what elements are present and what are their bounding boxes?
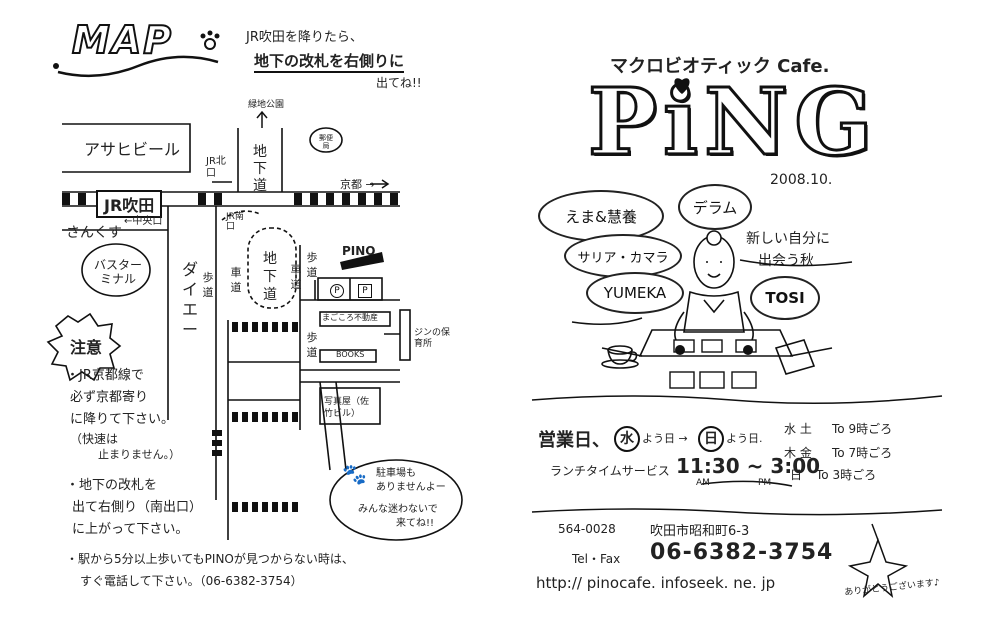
chuo-label: ←中央口 — [124, 216, 163, 227]
hours-mid: よう日 → — [642, 432, 688, 445]
parking-p-icon-2: P — [358, 284, 372, 298]
lunch-am: AM — [696, 478, 710, 488]
note-2: 必ず京都寄り — [70, 390, 149, 405]
cafe-logo: PiNG — [587, 68, 879, 176]
postal-code: 564-0028 — [558, 522, 616, 536]
caution-title: 注意 — [70, 338, 103, 357]
note-6: ・地下の改札を — [66, 478, 158, 493]
cafe-subtitle: マクロビオティック Cafe. — [610, 56, 830, 77]
post-label: 郵便局 — [319, 134, 333, 150]
asahi-label: アサヒビール — [84, 140, 181, 159]
note-1: ・JR京都線で — [66, 368, 144, 383]
sankusu-label: さんくす — [66, 225, 122, 241]
note-8: に上がって下さい。 — [72, 522, 189, 537]
daiei-label: ダイエー — [181, 260, 198, 339]
lunch-pm: PM — [758, 478, 772, 488]
bubble-tosi-text: TOSI — [765, 289, 805, 307]
note-7: 出て右側り（南出口） — [72, 500, 203, 515]
sched3-days: 日 — [790, 468, 803, 482]
hours-end: よう日. — [726, 432, 763, 445]
map-panel: MAP JR吹田を降りたら、 地下の改札を右側りに 出てね!! — [46, 17, 463, 588]
sched3-time: To 3時ごろ — [816, 468, 877, 482]
hours-label: 営業日、 — [538, 430, 610, 451]
hospital-label: ジンの保育所 — [414, 328, 451, 349]
cafe-panel: マクロビオティック Cafe. PiNG 2008.10. えま&慧養 デラム … — [492, 0, 984, 630]
bubble-deramu-text: デラム — [692, 198, 738, 217]
logo-heart-icon — [674, 78, 690, 94]
bubble-saria-text: サリア・カマラ — [577, 250, 669, 266]
note-4: （快速は — [70, 432, 119, 446]
lunch-label: ランチタイムサービス — [550, 464, 670, 478]
hodo-right-label: 歩道 — [306, 251, 318, 279]
person-illustration — [531, 230, 943, 598]
map-roads — [46, 110, 463, 541]
note-5: 止まりません。） — [98, 448, 181, 461]
wed-circle: 水 — [614, 426, 640, 452]
station-label: JR吹田 — [96, 190, 163, 218]
ryokuchi-label: 緑地公園 — [248, 100, 285, 110]
sched1-days: 水 土 — [784, 422, 812, 436]
bubble-yumeka: YUMEKA — [586, 272, 684, 314]
intro-line-2: 地下の改札を右側りに — [254, 50, 405, 73]
hodo-left-label: 歩道 — [202, 271, 214, 299]
website-url[interactable]: http:// pinocafe. infoseek. ne. jp — [536, 574, 776, 592]
intro-line-1: JR吹田を降りたら、 — [246, 30, 363, 45]
parking-note-2: ありませんよー — [376, 482, 446, 493]
books-label: BOOKS — [336, 350, 365, 359]
sun-text: 日 — [704, 431, 718, 447]
sched2-days: 木 金 — [784, 446, 812, 460]
parking-note-3: みんな迷わないで — [358, 504, 438, 515]
address: 吹田市昭和町6-3 — [650, 524, 750, 539]
bubble-ema-text: えま&慧養 — [565, 207, 637, 226]
map-title: MAP — [71, 17, 174, 63]
bubble-tosi: TOSI — [750, 276, 820, 320]
chikado2-label: 地下道 — [263, 251, 277, 303]
sched1-time: To 9時ごろ — [832, 422, 893, 436]
tel-number[interactable]: 06-6382-3754 — [650, 540, 834, 565]
note-10: すぐ電話して下さい。（06-6382-3754） — [80, 574, 303, 588]
wed-text: 水 — [620, 431, 634, 447]
jr-kita-label: JR北口 — [206, 156, 226, 179]
sharo-left-label: 車道 — [230, 266, 242, 294]
jr-minami-label: JR南口 — [226, 212, 244, 232]
title-swirl-icon — [53, 55, 219, 78]
kyoto-label: 京都 → — [340, 178, 375, 191]
parking-note-4: 来てね!! — [396, 518, 435, 529]
parking-note-1: 駐車場も — [376, 468, 416, 479]
fudosan-label: まごころ不動産 — [322, 313, 378, 322]
hodo-lower-label: 歩道 — [306, 331, 318, 359]
intro-line-3: 出てね!! — [376, 76, 422, 90]
tagline-1: 新しい自分に — [746, 231, 830, 247]
bus-terminal-label: バスターミナル — [94, 258, 143, 286]
sched2-time: To 7時ごろ — [832, 446, 893, 460]
sun-circle: 日 — [698, 426, 724, 452]
shashinya-label: 写真屋（佐竹ビル） — [324, 397, 370, 419]
parking-p-icon: P — [330, 284, 344, 298]
chikado-label: 地下道 — [253, 144, 267, 194]
sharo-right-label: 車道 — [290, 263, 302, 291]
cat-doodle-icon: 🐾 — [342, 462, 367, 486]
bubble-yumeka-text: YUMEKA — [603, 284, 667, 302]
lunch-time: 11:30 ~ 3:00 — [676, 454, 821, 478]
bubble-ema: えま&慧養 — [538, 190, 664, 242]
issue-date: 2008.10. — [770, 172, 833, 188]
paw-icon — [200, 30, 220, 50]
pino-label: PINO — [342, 244, 376, 258]
note-3: に降りて下さい。 — [70, 412, 175, 427]
tel-label: Tel・Fax — [572, 552, 621, 566]
bubble-deramu: デラム — [678, 184, 752, 230]
note-9: ・駅から5分以上歩いてもPINOが見つからない時は、 — [66, 552, 354, 566]
